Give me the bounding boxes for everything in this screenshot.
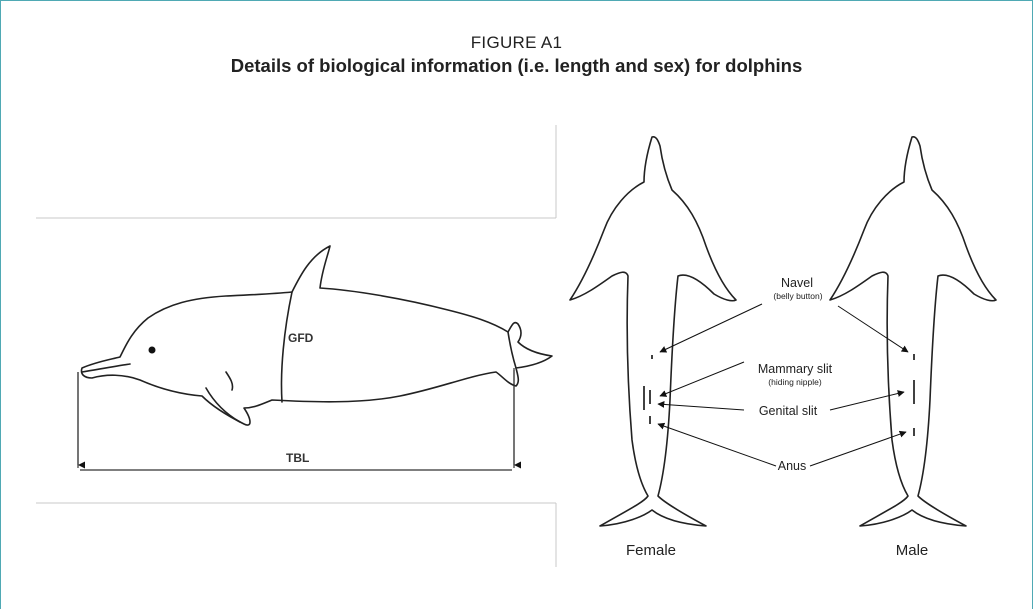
girth-label: GFD bbox=[288, 331, 314, 345]
length-label: TBL bbox=[286, 451, 309, 465]
side-view-dolphin bbox=[81, 246, 552, 425]
navel-label: Navel bbox=[781, 276, 813, 290]
mammary-slit-label: Mammary slit bbox=[758, 362, 833, 376]
female-markings bbox=[644, 355, 652, 424]
female-label: Female bbox=[626, 542, 676, 559]
mammary-slit-sublabel: (hiding nipple) bbox=[768, 377, 822, 387]
anus-label: Anus bbox=[778, 459, 807, 473]
navel-sublabel: (belly button) bbox=[773, 291, 822, 301]
eye-icon bbox=[149, 347, 156, 354]
side-view-frame bbox=[36, 125, 556, 567]
genital-slit-label: Genital slit bbox=[759, 404, 818, 418]
male-label: Male bbox=[896, 542, 929, 559]
male-dolphin-ventral bbox=[830, 137, 996, 526]
female-dolphin-ventral bbox=[570, 137, 736, 526]
